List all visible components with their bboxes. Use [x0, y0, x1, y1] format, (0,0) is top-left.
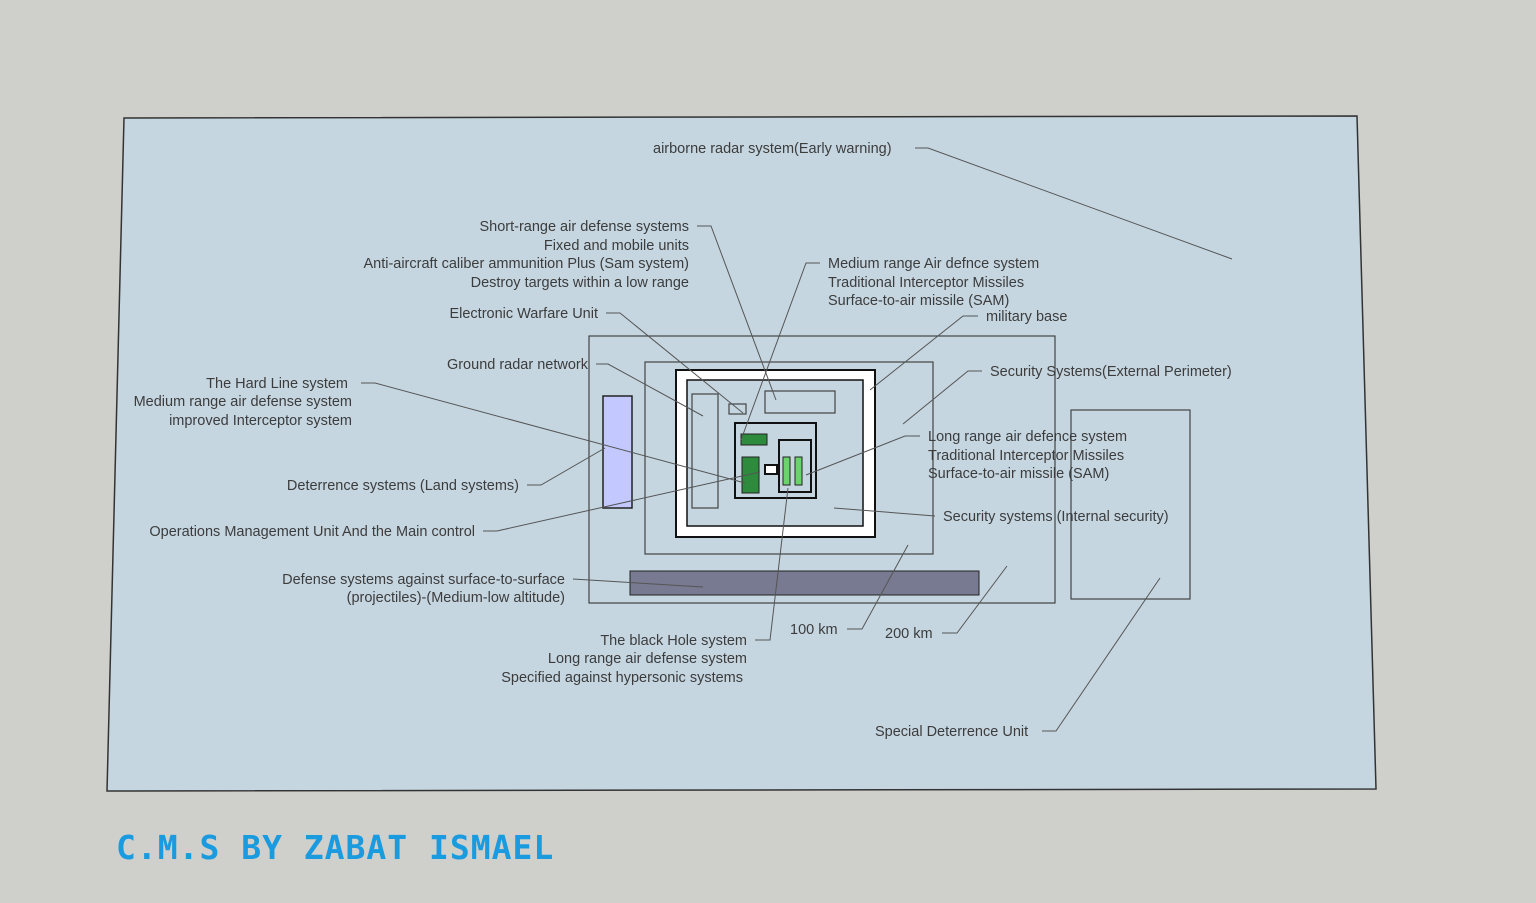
label-military-base: military base	[986, 309, 1067, 325]
land-deterrence-block	[602, 395, 633, 509]
label-surface-defense: Defense systems against surface-to-surfa…	[282, 572, 565, 606]
label-line: Surface-to-air missile (SAM)	[928, 466, 1109, 482]
label-line: Medium range air defense system	[134, 394, 352, 410]
outer-perimeter-200km	[588, 335, 1056, 604]
label-long-range: Long range air defence system Traditiona…	[928, 429, 1127, 482]
label-line: Defense systems against surface-to-surfa…	[282, 572, 565, 588]
surface-defense-bar	[629, 570, 980, 596]
operations-unit	[764, 464, 778, 475]
label-200km: 200 km	[885, 626, 933, 642]
label-line: (projectiles)-(Medium-low altitude)	[347, 590, 565, 606]
label-security-internal: Security systems (Internal security)	[943, 509, 1169, 525]
label-100km: 100 km	[790, 622, 838, 638]
label-line: Short-range air defense systems	[479, 219, 689, 235]
label-medium-range: Medium range Air defnce system Tradition…	[828, 256, 1039, 309]
label-line: Long range air defense system	[548, 651, 747, 667]
label-line: improved Interceptor system	[169, 413, 352, 429]
ground-radar-zone	[691, 393, 719, 509]
short-range-zone	[764, 390, 836, 414]
label-line: Surface-to-air missile (SAM)	[828, 293, 1009, 309]
label-line: Medium range Air defnce system	[828, 256, 1039, 272]
label-line: Anti-aircraft caliber ammunition Plus (S…	[363, 256, 689, 272]
author-credit: C.M.S BY ZABAT ISMAEL	[116, 828, 555, 867]
long-range-launcher-2	[794, 456, 803, 486]
label-line: Fixed and mobile units	[544, 238, 689, 254]
leader-lines	[361, 147, 1233, 732]
label-airborne-radar: airborne radar system(Early warning)	[653, 141, 892, 157]
label-ground-radar: Ground radar network	[447, 357, 589, 373]
long-range-launcher-1	[782, 456, 791, 486]
label-line: Destroy targets within a low range	[471, 275, 689, 291]
hard-line-unit	[741, 456, 760, 494]
medium-range-unit	[740, 433, 768, 446]
label-line: Long range air defence system	[928, 429, 1127, 445]
perimeter-100km	[644, 361, 934, 555]
label-special-deterrence: Special Deterrence Unit	[875, 724, 1028, 740]
label-deterrence-land: Deterrence systems (Land systems)	[287, 478, 519, 494]
label-black-hole: The black Hole system Long range air def…	[501, 633, 747, 686]
label-line: Traditional Interceptor Missiles	[928, 448, 1124, 464]
label-operations: Operations Management Unit And the Main …	[149, 524, 475, 540]
label-line: Traditional Interceptor Missiles	[828, 275, 1024, 291]
electronic-warfare-box	[728, 403, 747, 415]
label-line: Specified against hypersonic systems	[501, 670, 743, 686]
label-hard-line: The Hard Line system Medium range air de…	[134, 376, 352, 429]
label-security-external: Security Systems(External Perimeter)	[990, 364, 1232, 380]
label-electronic-warfare: Electronic Warfare Unit	[449, 306, 598, 322]
label-line: The black Hole system	[600, 633, 747, 649]
label-short-range: Short-range air defense systems Fixed an…	[363, 219, 689, 291]
special-deterrence-zone	[1070, 409, 1191, 600]
label-line: The Hard Line system	[206, 376, 348, 392]
